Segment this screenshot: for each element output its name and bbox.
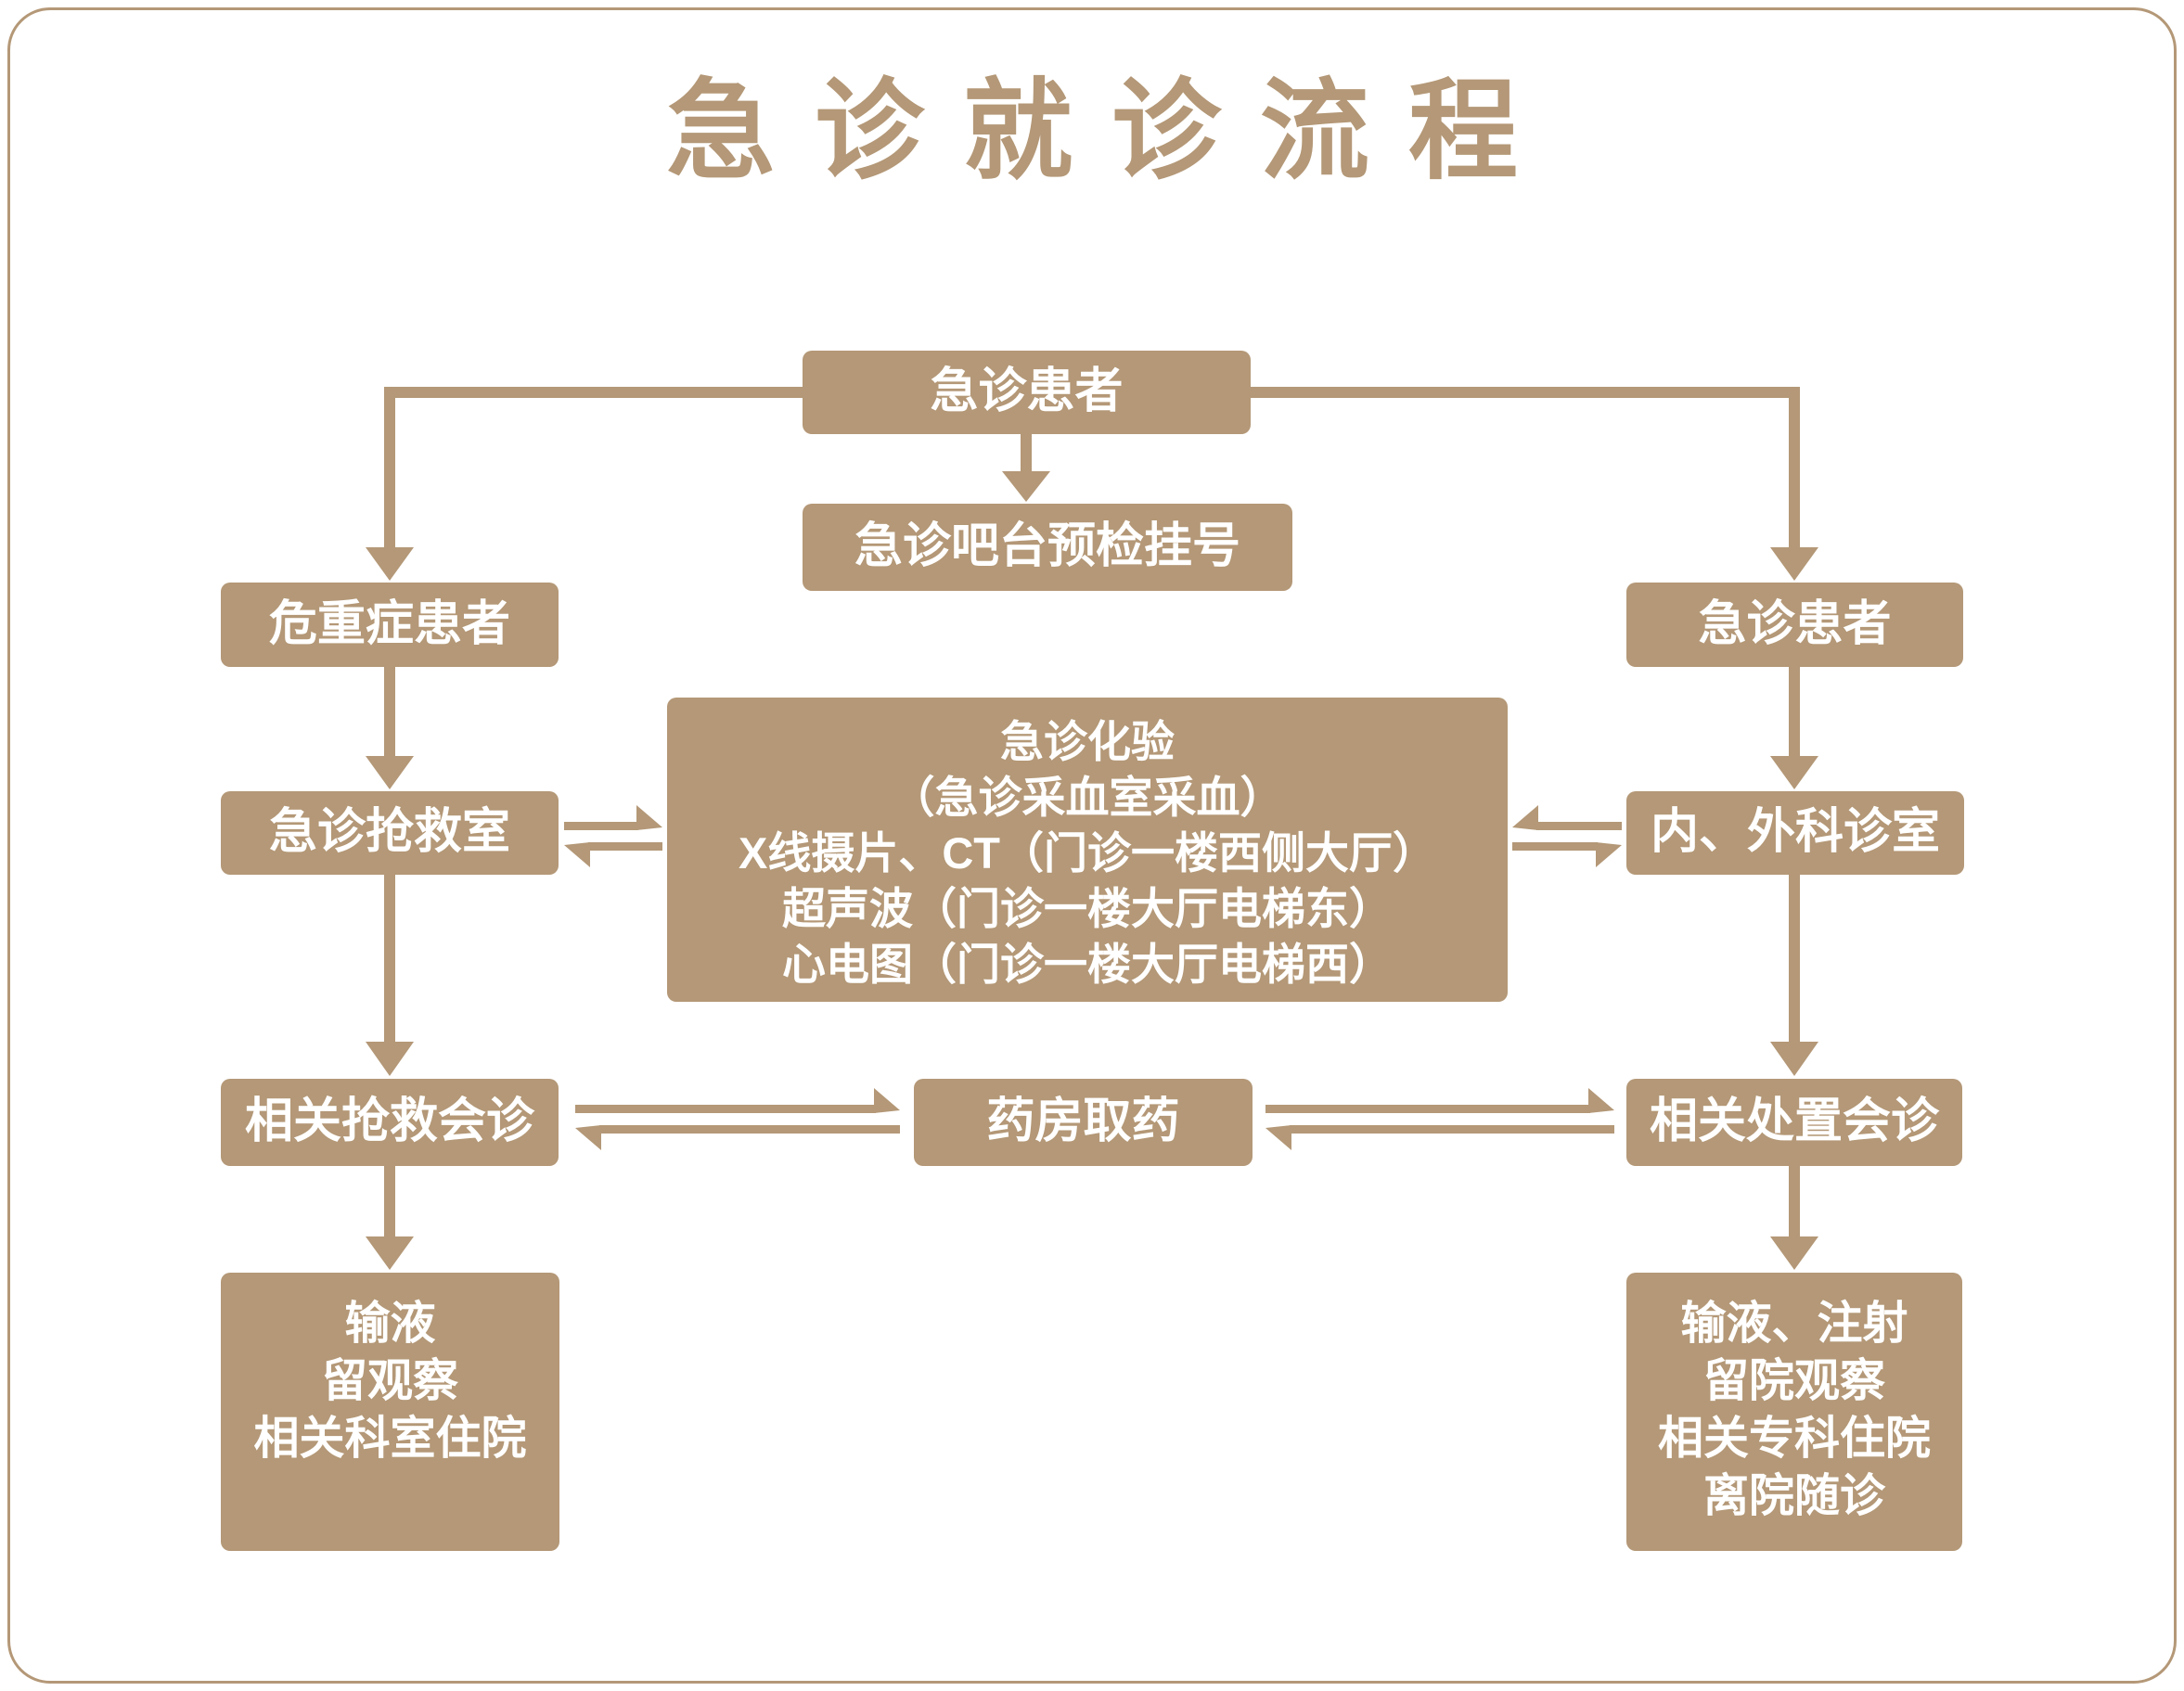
node-label: 急诊吧台预检挂号 — [854, 519, 1240, 574]
arrow-patient-to-clinic — [1770, 667, 1818, 789]
node-label: 急诊抢救室 — [268, 805, 510, 860]
node-precheck-registration: 急诊吧台预检挂号 — [803, 504, 1292, 591]
node-rescue-consultation: 相关抢救会诊 — [221, 1079, 559, 1166]
exchange-arrow-consult-pharmacy — [575, 1088, 900, 1150]
node-internal-surgical-clinic: 内、外科诊室 — [1626, 791, 1964, 875]
arrow-top-to-precheck — [1002, 434, 1050, 502]
node-right-outcome: 输液、注射 留院观察 相关专科住院 离院随诊 — [1626, 1273, 1962, 1551]
outcome-line: 相关科室住院 — [253, 1414, 527, 1464]
page-title: 急诊就诊流程 — [665, 70, 1557, 193]
arrow-rescue-room-to-consult — [366, 875, 414, 1076]
exchange-arrow-pharmacy-consult — [1265, 1088, 1614, 1150]
outcome-line: 留院观察 — [1702, 1356, 1885, 1406]
node-label: 急诊患者 — [930, 365, 1124, 419]
node-label: 危重症患者 — [268, 596, 510, 651]
node-label: 相关处置会诊 — [1649, 1095, 1939, 1149]
exchange-arrow-rescue-room-center — [564, 805, 662, 867]
node-label: 相关抢救会诊 — [244, 1095, 534, 1149]
outcome-line: 相关专科住院 — [1657, 1414, 1931, 1464]
node-rescue-room: 急诊抢救室 — [221, 791, 559, 875]
outcome-line: 输液、注射 — [1680, 1299, 1908, 1349]
outcome-line: 输液 — [344, 1299, 436, 1349]
branch-line-right — [1251, 387, 1818, 581]
arrow-consult-to-right-outcome — [1770, 1166, 1818, 1270]
node-emergency-patient-top: 急诊患者 — [803, 351, 1251, 434]
outcome-line: 留观察 — [321, 1356, 458, 1406]
node-left-outcome: 输液 留观察 相关科室住院 — [221, 1273, 559, 1551]
center-box-line: 超声波（门诊一楼大厅电梯东） — [782, 884, 1393, 933]
node-label: 内、外科诊室 — [1650, 805, 1940, 860]
branch-line-left — [366, 387, 803, 581]
node-label: 药房取药 — [986, 1095, 1180, 1149]
exchange-arrow-center-clinic — [1512, 805, 1622, 867]
center-box-line: 急诊化验 — [1000, 717, 1175, 766]
node-treatment-consultation: 相关处置会诊 — [1626, 1079, 1962, 1166]
arrow-consult-to-left-outcome — [366, 1166, 414, 1270]
node-emergency-tests: 急诊化验 （急诊采血室采血） X线摄片、CT（门诊一楼西侧大厅） 超声波（门诊一… — [667, 698, 1508, 1002]
node-critical-patient: 危重症患者 — [221, 583, 559, 667]
node-label: 急诊患者 — [1698, 596, 1892, 651]
node-emergency-patient-right: 急诊患者 — [1626, 583, 1963, 667]
node-pharmacy-pickup: 药房取药 — [914, 1079, 1253, 1166]
arrow-clinic-to-consult — [1770, 875, 1818, 1076]
center-box-line: （急诊采血室采血） — [891, 773, 1284, 822]
outcome-line: 离院随诊 — [1702, 1471, 1885, 1521]
arrow-critical-to-rescue-room — [366, 667, 414, 789]
center-box-line: X线摄片、CT（门诊一楼西侧大厅） — [739, 828, 1436, 878]
center-box-line: 心电图（门诊一楼大厅电梯西） — [782, 940, 1393, 989]
